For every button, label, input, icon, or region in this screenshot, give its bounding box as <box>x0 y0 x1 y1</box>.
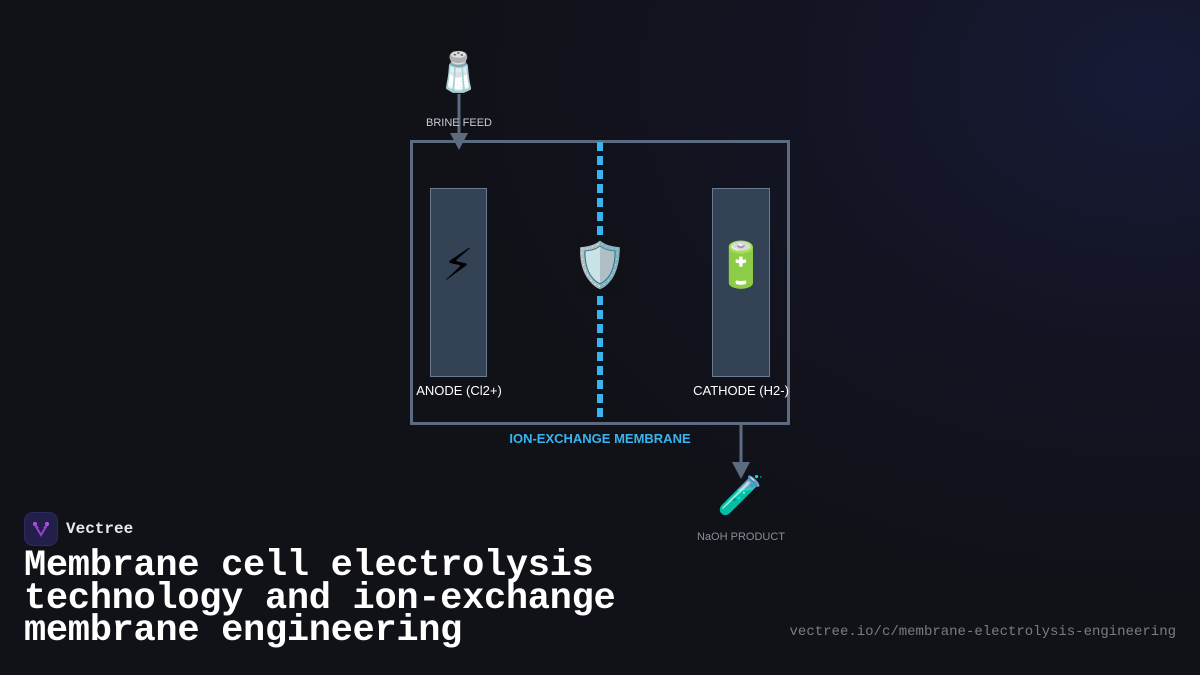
naoh-product-label: NaOH PRODUCT <box>696 531 786 543</box>
membrane-label: ION-EXCHANGE MEMBRANE <box>509 431 691 446</box>
page-title: Membrane cell electrolysis technology an… <box>24 545 616 652</box>
test-tube-icon: 🧪 <box>717 473 765 517</box>
vectree-logo-icon <box>24 512 58 546</box>
shield-backdrop <box>574 238 626 296</box>
brine-feed-label: BRINE FEED <box>425 117 493 129</box>
cell-outline <box>410 140 790 425</box>
page-url[interactable]: vectree.io/c/membrane-electrolysis-engin… <box>789 624 1176 640</box>
battery-icon: 🔋 <box>713 240 769 291</box>
product-arrow-head <box>732 462 750 479</box>
anode-label: ANODE (Cl2+) <box>416 383 502 398</box>
brand-name: Vectree <box>66 520 134 538</box>
salt-shaker-icon: 🧂 <box>435 50 483 94</box>
lightning-icon: ⚡ <box>442 240 474 291</box>
cathode-electrode <box>712 188 770 377</box>
cathode-label: CATHODE (H2-) <box>693 383 789 398</box>
anode-electrode <box>430 188 487 377</box>
shield-icon: 🛡️ <box>572 240 628 291</box>
brand: Vectree <box>24 512 133 546</box>
